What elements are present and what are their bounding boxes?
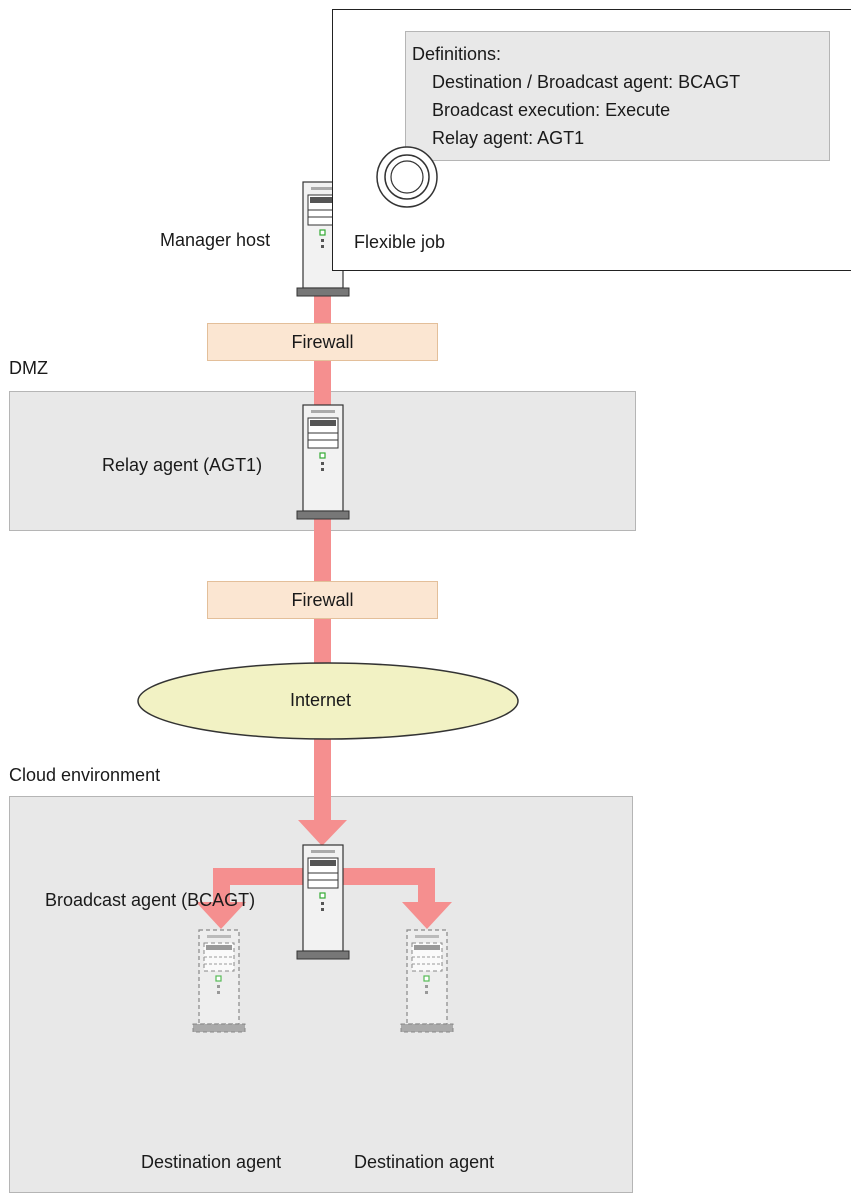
internet-cloud [137,662,519,740]
firewall-label: Firewall [291,589,354,610]
definition-line: Broadcast execution: Execute [432,100,671,120]
firewall-bottom: Firewall [207,581,438,619]
internet-label: Internet [290,690,352,710]
broadcast-server-icon [296,844,350,960]
arrowhead-destination-2 [402,902,452,929]
dmz-label: DMZ [9,358,48,378]
connection-line [213,868,230,904]
flexible-job-label: Flexible job [354,232,446,252]
cloud-environment-label: Cloud environment [9,765,161,785]
firewall-top: Firewall [207,323,438,361]
broadcast-agent-label: Broadcast agent (BCAGT) [45,890,256,910]
destination-server-icon [400,929,454,1033]
definitions-title: Definitions: [412,44,502,64]
arrowhead-broadcast [298,820,347,846]
relay-server-icon [296,404,350,520]
destination-agent-label: Destination agent [354,1152,495,1172]
connection-line [314,296,331,821]
definition-line: Destination / Broadcast agent: BCAGT [432,72,741,92]
manager-host-label: Manager host [160,230,271,250]
firewall-label: Firewall [291,331,354,352]
arrowhead-destination-1 [196,902,246,929]
destination-agent-label: Destination agent [141,1152,282,1172]
definition-line: Relay agent: AGT1 [432,128,585,148]
relay-agent-label: Relay agent (AGT1) [102,455,263,475]
connection-line [418,868,435,904]
destination-server-icon [192,929,246,1033]
definitions-box: Definitions: Destination / Broadcast age… [405,31,830,161]
